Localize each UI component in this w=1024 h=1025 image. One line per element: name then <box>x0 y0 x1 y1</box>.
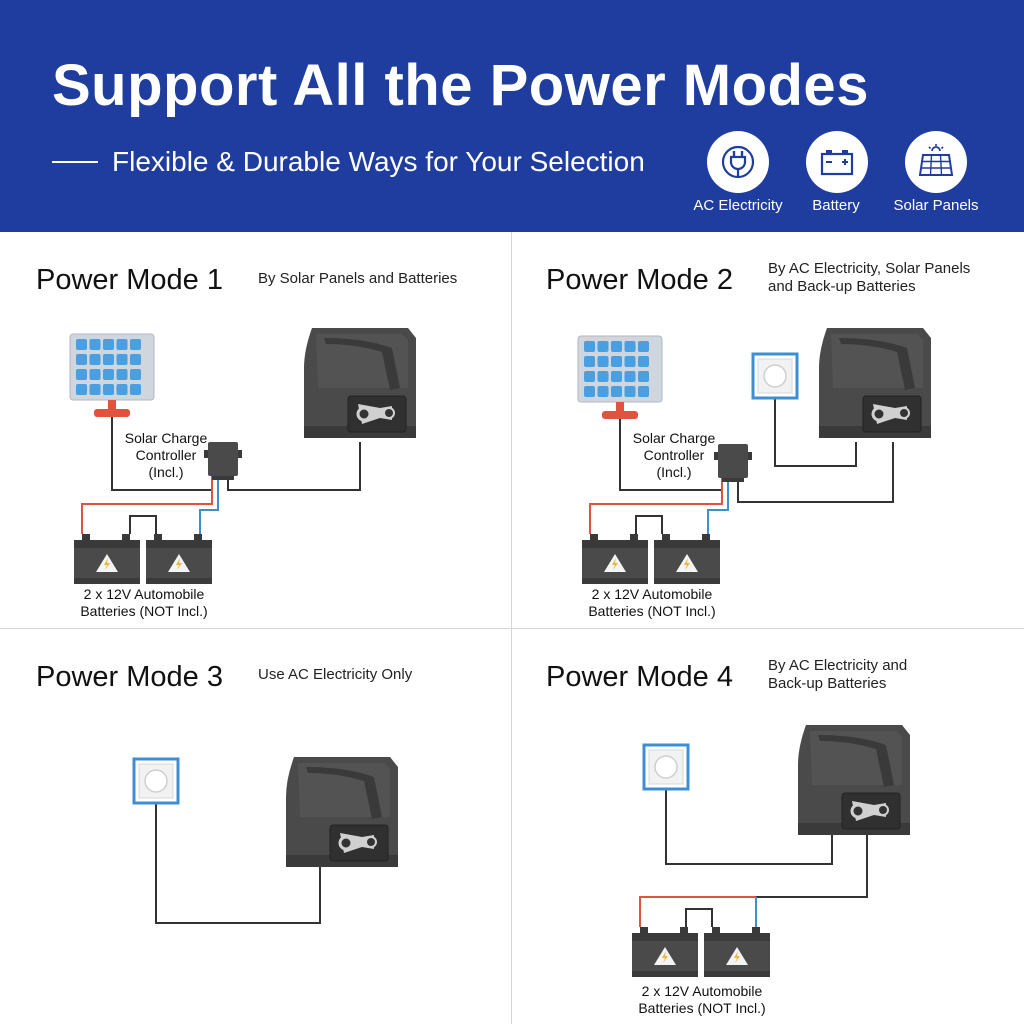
battery-label: 2 x 12V Automobile Batteries (NOT Incl.) <box>80 586 208 619</box>
grid-divider-horizontal <box>0 628 1024 629</box>
panel-description: Use AC Electricity Only <box>258 666 413 683</box>
power-mode-4-diagram <box>632 723 912 977</box>
page-subtitle: Flexible & Durable Ways for Your Selecti… <box>112 146 645 177</box>
plug-icon <box>707 131 769 193</box>
battery-1 <box>582 534 648 584</box>
panel-title: Power Mode 4 <box>546 661 733 693</box>
gate-motor <box>284 755 400 869</box>
panel-power-mode-4: Power Mode 4 By AC Electricity and Back-… <box>512 629 1023 1025</box>
battery-label: 2 x 12V Automobile Batteries (NOT Incl.) <box>588 586 716 619</box>
battery-1 <box>632 927 698 977</box>
power-mode-3-diagram <box>132 755 400 924</box>
battery-2 <box>704 927 770 977</box>
panel-description: By AC Electricity and Back-up Batteries <box>768 657 908 692</box>
panel-title: Power Mode 1 <box>36 264 223 296</box>
subtitle-dash <box>52 161 98 163</box>
ac-outlet <box>642 743 690 791</box>
ac-outlet <box>751 352 799 400</box>
gate-motor <box>796 723 912 837</box>
mode-label-solar: Solar Panels <box>893 197 979 214</box>
power-mode-2-diagram <box>577 326 933 584</box>
page-title: Support All the Power Modes <box>52 53 869 118</box>
panel-power-mode-3: Power Mode 3 Use AC Electricity Only <box>0 629 511 1025</box>
solar-panel <box>69 333 155 418</box>
solar-panel <box>577 335 663 420</box>
gate-motor <box>302 326 418 440</box>
panel-power-mode-2: Power Mode 2 By AC Electricity, Solar Pa… <box>512 232 1023 628</box>
mode-label-ac: AC Electricity <box>693 197 783 214</box>
panel-description: By Solar Panels and Batteries <box>258 270 458 287</box>
panel-title: Power Mode 2 <box>546 264 733 296</box>
mode-label-battery: Battery <box>812 197 860 214</box>
gate-motor <box>817 326 933 440</box>
panel-power-mode-1: Power Mode 1 By Solar Panels and Batteri… <box>0 232 511 628</box>
power-mode-1-diagram <box>69 326 418 584</box>
controller-label: Solar Charge Controller (Incl.) <box>632 430 716 480</box>
panel-title: Power Mode 3 <box>36 661 223 693</box>
ac-outlet <box>132 757 180 805</box>
solar-panel-icon <box>905 131 967 193</box>
controller-label: Solar Charge Controller (Incl.) <box>124 430 208 480</box>
battery-2 <box>146 534 212 584</box>
battery-1 <box>74 534 140 584</box>
battery-label: 2 x 12V Automobile Batteries (NOT Incl.) <box>638 983 766 1016</box>
panel-description: By AC Electricity, Solar Panels and Back… <box>768 260 971 295</box>
battery-icon <box>806 131 868 193</box>
header-banner: Support All the Power Modes Flexible & D… <box>0 0 1024 232</box>
battery-2 <box>654 534 720 584</box>
